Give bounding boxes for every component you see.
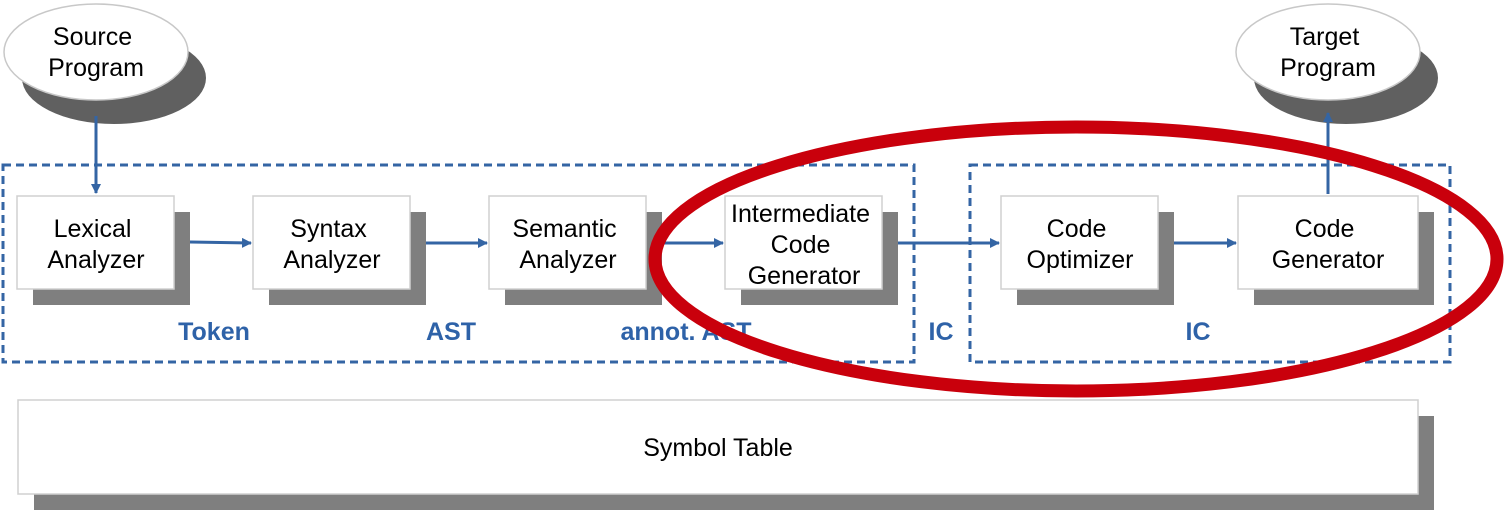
arrow-lexical-to-syntax	[189, 237, 252, 248]
backend-group-border	[968, 163, 1452, 364]
frontend-group-border	[1, 163, 916, 364]
svg-text:Intermediate Code: Intermediate Code Generator	[731, 200, 877, 290]
svg-text:Semantic Analyzer: Semantic Analyzer	[512, 215, 623, 274]
target-program-label-line2: Program	[1280, 54, 1376, 82]
lexical-analyzer-label-line2: Analyzer	[47, 246, 144, 274]
edge-label-ast: AST	[426, 318, 476, 346]
intermediate-code-generator-node: Intermediate Code Generator	[724, 195, 898, 305]
code-generator-label-line2: Generator	[1272, 246, 1385, 274]
svg-text:Target Program: Target Program	[1280, 23, 1376, 82]
svg-text:Syntax Analyzer: Syntax Analyzer	[283, 215, 380, 274]
svg-text:Source Program: Source Program	[48, 23, 144, 82]
code-optimizer-label-line2: Optimizer	[1027, 246, 1134, 274]
intermediate-code-generator-label-line2: Code	[771, 231, 831, 259]
symbol-table-node: Symbol Table	[17, 399, 1434, 510]
syntax-analyzer-label-line2: Analyzer	[283, 246, 380, 274]
symbol-table-label: Symbol Table	[643, 434, 793, 462]
semantic-analyzer-label-line1: Semantic	[512, 215, 616, 243]
code-optimizer-label-line1: Code	[1047, 215, 1107, 243]
svg-text:Symbol Table: Symbol Table	[643, 434, 793, 462]
target-program-label-line1: Target	[1290, 23, 1360, 51]
semantic-analyzer-node: Semantic Analyzer	[488, 195, 662, 305]
intermediate-code-generator-label-line3: Generator	[748, 262, 861, 290]
edge-label-ic-2: IC	[1186, 318, 1211, 346]
intermediate-code-generator-label-line1: Intermediate	[731, 200, 870, 228]
code-generator-label-line1: Code	[1295, 215, 1355, 243]
svg-text:Code Generator: Code Generator	[1272, 215, 1385, 274]
code-generator-node: Code Generator	[1237, 195, 1434, 305]
target-program-node: Target Program	[1235, 3, 1438, 124]
edge-label-token: Token	[178, 318, 250, 346]
source-program-label-line2: Program	[48, 54, 144, 82]
lexical-analyzer-label-line1: Lexical	[54, 215, 132, 243]
source-program-node: Source Program	[3, 3, 206, 124]
lexical-analyzer-node: Lexical Analyzer	[16, 195, 190, 305]
svg-text:Lexical Analyzer: Lexical Analyzer	[47, 215, 144, 274]
code-optimizer-node: Code Optimizer	[1000, 195, 1174, 305]
svg-text:Code Optimizer: Code Optimizer	[1027, 215, 1134, 274]
edge-label-ic-1: IC	[929, 318, 954, 346]
syntax-analyzer-label-line1: Syntax	[290, 215, 367, 243]
source-program-label-line1: Source	[53, 23, 132, 51]
highlight-ellipse	[648, 120, 1504, 398]
semantic-analyzer-label-line2: Analyzer	[519, 246, 616, 274]
syntax-analyzer-node: Syntax Analyzer	[252, 195, 426, 305]
